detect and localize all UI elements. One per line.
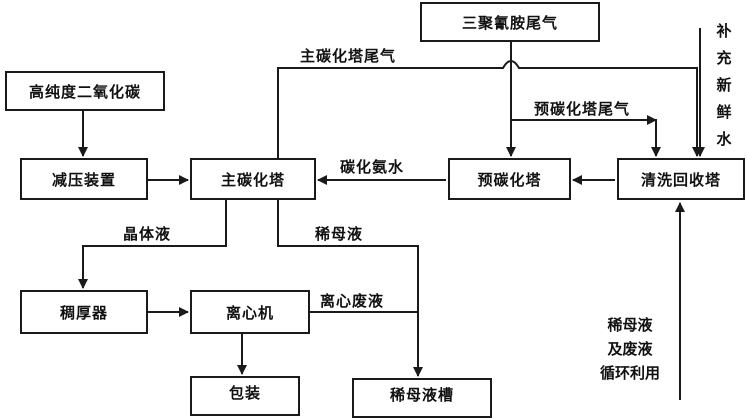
label-recycle-block: 稀母液 及废液 循环利用 [590, 313, 670, 385]
arrow-crystal-liquid [78, 200, 227, 289]
node-washing-recovery-tower: 清洗回收塔 [617, 158, 745, 200]
label-main-tower-offgas: 主碳化塔尾气 [300, 47, 397, 65]
node-main-carbonation-tower: 主碳化塔 [190, 158, 316, 200]
flow-connectors [78, 28, 705, 400]
label-recycle-line1: 稀母液 [607, 316, 653, 334]
label-pre-tower-offgas: 预碳化塔尾气 [534, 100, 631, 118]
label-crystal-liquid: 晶体液 [123, 225, 172, 243]
node-melamine-offgas: 三聚氰胺尾气 [420, 2, 600, 42]
label-ammonium-carbonate-water: 碳化氨水 [340, 158, 405, 176]
label-makeup-fresh-water: 补充新鲜水 [716, 22, 732, 148]
arrow-pre-offgas [511, 119, 661, 157]
label-recycle-line3: 循环利用 [599, 364, 660, 382]
node-packaging: 包装 [190, 376, 300, 416]
node-high-purity-co2: 高纯度二氧化碳 [5, 71, 165, 111]
label-dilute-mother-liquor: 稀母液 [315, 225, 364, 243]
node-centrifuge: 离心机 [190, 290, 310, 334]
node-pre-carbonation-tower: 预碳化塔 [448, 158, 571, 200]
label-recycle-line2: 及废液 [607, 340, 653, 358]
label-centrifuge-waste: 离心废液 [320, 292, 385, 310]
arrow-main-offgas [277, 60, 702, 160]
node-pressure-reducer: 减压装置 [20, 158, 148, 200]
node-dilute-mother-liquor-tank: 稀母液槽 [352, 378, 492, 418]
node-thickener: 稠厚器 [20, 290, 148, 334]
